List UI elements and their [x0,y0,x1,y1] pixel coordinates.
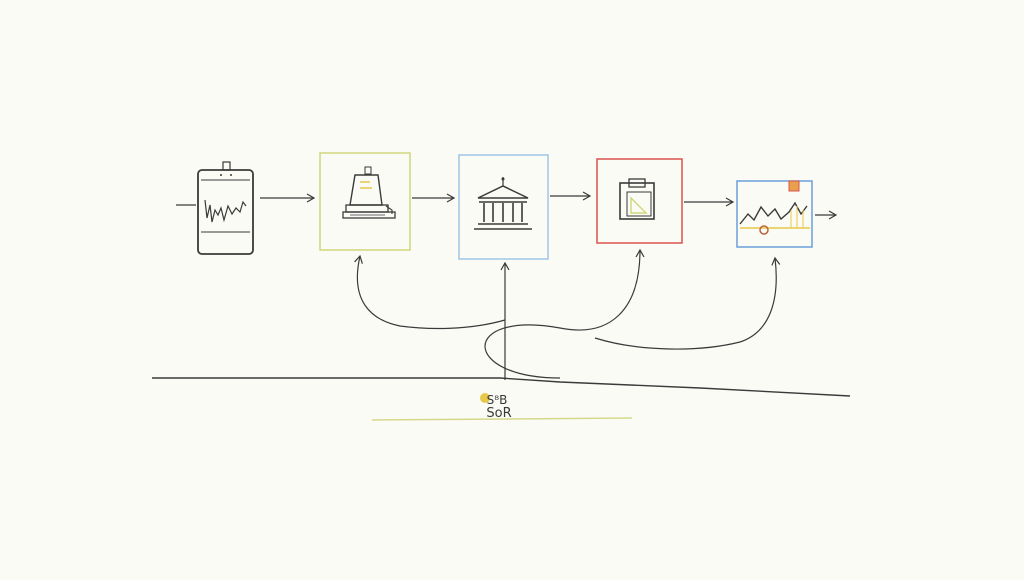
node-bank [458,154,549,260]
connector-to-chart [594,256,781,350]
node-clipboard [596,158,683,244]
node-phone [176,161,254,255]
base-label: S⁸B SoR [371,393,633,421]
label-dot-icon [480,393,490,403]
flag-icon [788,180,800,192]
caption-line-1: S⁸B [487,393,508,407]
connector-to-clipboard [484,248,645,379]
node-frame [736,180,813,248]
document-stack-icon [342,166,396,219]
bank-building-icon [474,177,532,230]
node-frame [319,152,411,251]
node-frame [458,154,549,260]
base-line [152,377,851,397]
node-stack [319,152,411,251]
phone-chart-icon [197,161,254,255]
node-frame [596,158,683,244]
caption-underline [371,417,633,421]
connector-to-stack [354,254,506,330]
caption-line-2: SoR [486,406,511,421]
feedback-connectors [354,248,781,380]
line-chart-icon [739,180,810,235]
clipboard-icon [619,178,655,220]
node-chart [736,180,813,248]
marker-dot-icon [759,225,769,235]
